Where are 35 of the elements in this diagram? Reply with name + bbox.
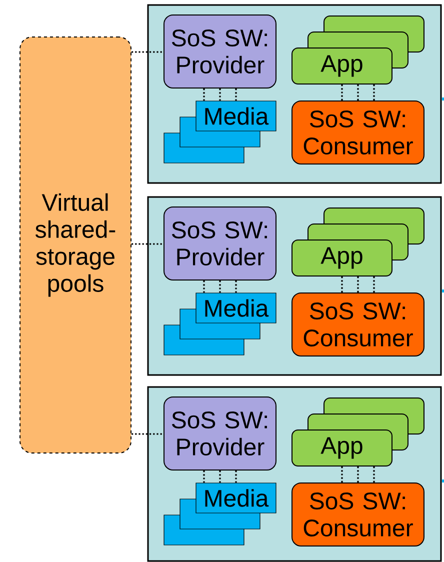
- dotted-connector: [373, 276, 375, 292]
- dotted-connector: [219, 280, 221, 293]
- media-card-stack: Media: [164, 482, 276, 546]
- dotted-connector: [132, 243, 164, 245]
- dotted-connector: [219, 470, 221, 483]
- dotted-connector: [203, 88, 205, 101]
- dotted-connector: [235, 470, 237, 483]
- dotted-connector: [357, 276, 359, 292]
- dotted-connector: [341, 84, 343, 100]
- provider-box: SoS SW: Provider: [164, 206, 276, 280]
- consumer-box: SoS SW: Consumer: [292, 292, 424, 356]
- dotted-connector: [341, 466, 343, 482]
- dotted-connector: [132, 51, 164, 53]
- media-card-stack: Media: [164, 292, 276, 356]
- dotted-connector: [373, 466, 375, 482]
- provider-box: SoS SW: Provider: [164, 396, 276, 470]
- dotted-connector: [235, 280, 237, 293]
- node-label: Media: [205, 107, 269, 125]
- app-card-stack: App: [292, 16, 424, 84]
- storage-pool-box: Virtual shared-storage pools: [20, 36, 132, 454]
- dotted-connector: [235, 88, 237, 101]
- app-card-stack: App: [292, 398, 424, 466]
- media-card-stack: Media: [164, 100, 276, 164]
- dotted-connector: [203, 280, 205, 293]
- dotted-connector: [132, 433, 164, 435]
- provider-box: SoS SW: Provider: [164, 14, 276, 88]
- dotted-connector: [341, 276, 343, 292]
- dotted-connector: [219, 88, 221, 101]
- consumer-box: SoS SW: Consumer: [292, 100, 424, 164]
- dotted-connector: [373, 84, 375, 100]
- dotted-connector: [357, 84, 359, 100]
- dotted-connector: [357, 466, 359, 482]
- dotted-connector: [203, 470, 205, 483]
- consumer-box: SoS SW: Consumer: [292, 482, 424, 546]
- app-card-stack: App: [292, 208, 424, 276]
